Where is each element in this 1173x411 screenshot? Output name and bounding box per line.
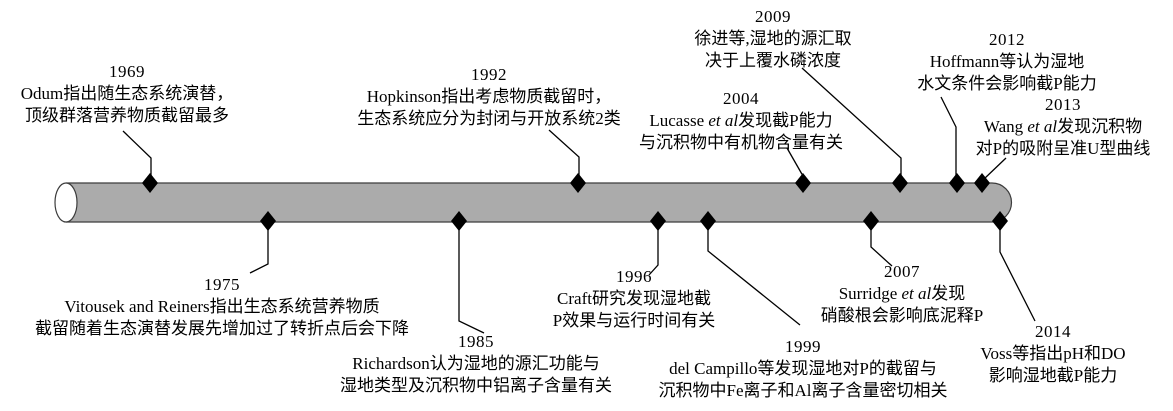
event-2004-year: 2004 bbox=[723, 89, 759, 108]
event-2012-text: Hoffmann等认为湿地 bbox=[929, 52, 1085, 71]
event-1999-text: del Campillo等发现湿地对P的截留与 bbox=[669, 359, 937, 378]
timeline-markers-bottom bbox=[260, 211, 1008, 231]
marker-1969-diamond bbox=[142, 173, 158, 193]
connector-2009-line bbox=[801, 67, 902, 178]
event-2014: 2014 Voss等指出pH和DO 影响湿地截P能力 bbox=[980, 321, 1125, 387]
event-2012-year: 2012 bbox=[989, 30, 1025, 49]
marker-1985-diamond bbox=[451, 211, 467, 231]
marker-1992-diamond bbox=[570, 173, 586, 193]
event-1996-text: P效果与运行时间有关 bbox=[552, 311, 716, 330]
event-2009: 2009 徐进等,湿地的源汇取 决于上覆水磷浓度 bbox=[694, 6, 851, 72]
event-1985-year: 1985 bbox=[458, 332, 494, 351]
event-2012-text: 水文条件会影响截P能力 bbox=[917, 74, 1097, 93]
connector-1985-line bbox=[458, 226, 485, 334]
event-1969-text: Odum指出随生态系统演替， bbox=[20, 84, 234, 103]
connector-2007-line bbox=[870, 226, 893, 267]
marker-1999-diamond bbox=[700, 211, 716, 231]
connector-2004-line bbox=[786, 147, 804, 177]
event-1975: 1975 Vitousek and Reiners指出生态系统营养物质 截留随着… bbox=[35, 274, 409, 340]
marker-2014-diamond bbox=[992, 211, 1008, 231]
event-1985: 1985 Richardson认为湿地的源汇功能与 湿地类型及沉积物中铝离子含量… bbox=[340, 331, 612, 397]
marker-2007-diamond bbox=[863, 211, 879, 231]
marker-1996-diamond bbox=[650, 211, 666, 231]
marker-2013-diamond bbox=[974, 173, 990, 193]
event-1999-text: 沉积物中Fe离子和Al离子含量密切相关 bbox=[658, 381, 948, 400]
event-2013-text: 对P的吸附呈准U型曲线 bbox=[975, 139, 1151, 158]
event-1992-text: 生态系统应分为封闭与开放系统2类 bbox=[357, 109, 621, 128]
connector-2014-line bbox=[999, 226, 1036, 322]
event-1999-year: 1999 bbox=[785, 337, 821, 356]
connector-1992-line bbox=[548, 129, 580, 178]
event-1992-year: 1992 bbox=[471, 65, 507, 84]
event-1992: 1992 Hopkinson指出考虑物质截留时， 生态系统应分为封闭与开放系统2… bbox=[357, 64, 621, 130]
event-1985-text: Richardson认为湿地的源汇功能与 bbox=[352, 354, 600, 373]
event-2013-year: 2013 bbox=[1044, 95, 1081, 114]
event-2013: 2013 Wang et al发现沉积物 对P的吸附呈准U型曲线 bbox=[976, 94, 1151, 160]
event-2007-text: 硝酸根会影响底泥释P bbox=[820, 306, 984, 325]
connector-lines bbox=[122, 67, 1036, 334]
connector-2012-line bbox=[940, 96, 957, 178]
connector-1996-line bbox=[648, 226, 659, 276]
event-2004: 2004 Lucasse et al发现截P能力 与沉积物中有机物含量有关 bbox=[639, 88, 843, 154]
marker-2009-diamond bbox=[892, 173, 908, 193]
marker-2012-diamond bbox=[949, 173, 965, 193]
event-2014-year: 2014 bbox=[1035, 322, 1071, 341]
timeline-markers-top bbox=[142, 173, 990, 193]
event-1969-year: 1969 bbox=[109, 62, 145, 81]
event-2007-text: Surridge et al发现 bbox=[838, 284, 966, 303]
marker-1975-diamond bbox=[260, 211, 276, 231]
event-1975-text: 截留随着生态演替发展先增加过了转折点后会下降 bbox=[35, 319, 409, 338]
event-2013-text: Wang et al发现沉积物 bbox=[983, 117, 1143, 136]
event-2014-text: 影响湿地截P能力 bbox=[988, 366, 1118, 385]
event-1975-text: Vitousek and Reiners指出生态系统营养物质 bbox=[64, 297, 380, 316]
connector-1999-line bbox=[707, 226, 801, 326]
event-2007-year: 2007 bbox=[884, 262, 920, 281]
event-1996-text: Craft研究发现湿地截 bbox=[557, 289, 711, 308]
connector-1975-line bbox=[249, 226, 269, 274]
event-1999: 1999 del Campillo等发现湿地对P的截留与 沉积物中Fe离子和Al… bbox=[659, 336, 948, 402]
event-2009-text: 徐进等,湿地的源汇取 bbox=[694, 29, 852, 48]
connector-1969-line bbox=[122, 130, 152, 178]
event-2014-text: Voss等指出pH和DO bbox=[980, 344, 1126, 363]
event-1969-text: 顶级群落营养物质截留最多 bbox=[25, 106, 229, 125]
event-2012: 2012 Hoffmann等认为湿地 水文条件会影响截P能力 bbox=[917, 29, 1096, 95]
event-2009-year: 2009 bbox=[755, 7, 791, 26]
event-2004-text: 与沉积物中有机物含量有关 bbox=[639, 133, 843, 152]
event-2007: 2007 Surridge et al发现 硝酸根会影响底泥释P bbox=[821, 261, 983, 327]
timeline-bar-left-cap bbox=[54, 182, 78, 223]
connector-2013-line bbox=[983, 157, 1007, 180]
event-1985-text: 湿地类型及沉积物中铝离子含量有关 bbox=[340, 376, 612, 395]
event-2004-text: Lucasse et al发现截P能力 bbox=[649, 111, 833, 130]
event-2009-text: 决于上覆水磷浓度 bbox=[705, 51, 841, 70]
event-1975-year: 1975 bbox=[204, 275, 240, 294]
marker-2004-diamond bbox=[795, 173, 811, 193]
event-1996-year: 1996 bbox=[616, 267, 652, 286]
event-1996: 1996 Craft研究发现湿地截 P效果与运行时间有关 bbox=[553, 266, 715, 332]
event-1969: 1969 Odum指出随生态系统演替， 顶级群落营养物质截留最多 bbox=[21, 61, 234, 127]
event-1992-text: Hopkinson指出考虑物质截留时， bbox=[366, 87, 612, 106]
